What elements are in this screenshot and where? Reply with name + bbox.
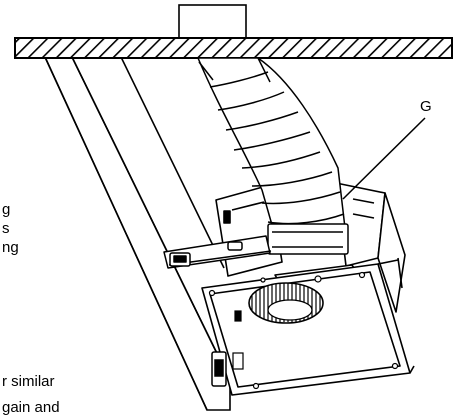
- cropped-text-line-5: gain and: [2, 399, 60, 416]
- mounting-bracket: [163, 235, 272, 269]
- grille-plate: [201, 259, 415, 396]
- vent-outlet: [178, 4, 247, 39]
- cropped-text-line-1: g: [2, 201, 10, 218]
- fan-grille: [248, 275, 324, 324]
- flexible-duct: [197, 57, 349, 255]
- ceiling-joist: [43, 56, 231, 411]
- cropped-text-line-3: ng: [2, 239, 19, 256]
- lower-bracket: [211, 351, 227, 387]
- callout-label-g: G: [420, 98, 432, 115]
- ceiling-beam: [14, 37, 453, 59]
- cropped-text-line-2: s: [2, 220, 10, 237]
- cropped-text-line-4: r similar: [2, 373, 55, 390]
- cropped-instruction-text: g s ng r similar gain and: [2, 201, 60, 416]
- callout-leader-g: G: [342, 98, 432, 200]
- plate-fasteners: [208, 271, 399, 390]
